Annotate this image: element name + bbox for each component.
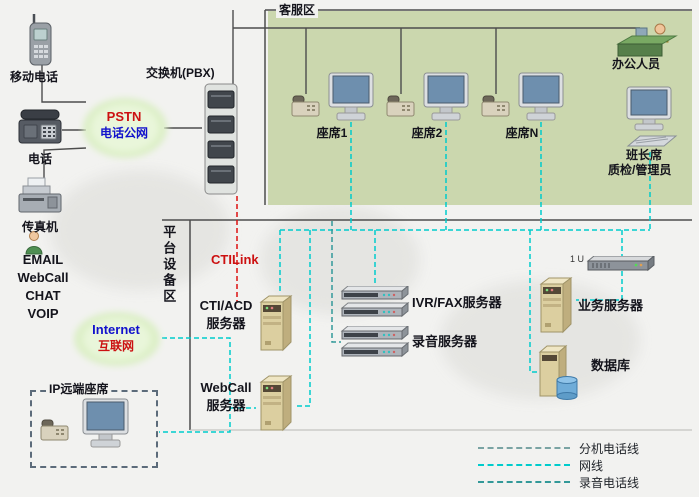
database-label: 数据库	[591, 358, 631, 373]
mobile-phone-icon	[26, 12, 56, 73]
legend-item-extension-line: 分机电话线	[478, 441, 640, 456]
rack-unit-label: 1 U	[570, 254, 585, 264]
pbx-label: 交换机(PBX)	[146, 66, 215, 80]
recording-line-label: 录音电话线	[579, 475, 640, 490]
fax-machine-icon	[18, 176, 62, 223]
internet-cloud	[74, 312, 160, 366]
webcall-server-label-line1: WebCall	[200, 380, 252, 395]
recording-server-label: 录音服务器	[412, 334, 478, 349]
ivr-fax-server-label: IVR/FAX服务器	[412, 295, 502, 310]
agent1-phone-icon	[291, 94, 321, 123]
mobile-phone-label: 移动电话	[9, 70, 58, 84]
ip-monitor-icon	[82, 398, 130, 455]
channel-email-label: EMAIL	[22, 252, 64, 267]
legend-item-network-line: 网线	[478, 458, 604, 473]
remote-agent-label: IP远端座席	[46, 382, 112, 397]
office-staff-label: 办公人员	[612, 57, 661, 71]
channel-voip-label: VOIP	[27, 306, 59, 321]
extension-line-label: 分机电话线	[579, 441, 640, 456]
agentN-monitor-icon	[518, 72, 564, 127]
person-icon	[24, 230, 44, 261]
desk-phone-icon	[18, 106, 62, 153]
pstn-cloud	[83, 98, 167, 158]
pbx-switch-icon	[202, 83, 242, 202]
rack-switch-icon	[586, 254, 656, 277]
business-server-icon	[536, 276, 574, 339]
service-area-label: 客服区	[276, 3, 319, 18]
cti-acd-server-label-line2: 服务器	[206, 316, 246, 331]
supervisor-computer-icon	[624, 86, 680, 157]
legend-item-recording-line: 录音电话线	[478, 475, 640, 490]
supervisor-label-line2: 质检/管理员	[608, 163, 672, 177]
agent1-label: 座席1	[316, 126, 348, 140]
business-server-label: 业务服务器	[578, 298, 644, 313]
agent1-monitor-icon	[328, 72, 374, 127]
supervisor-label-line1: 班长席	[626, 148, 663, 162]
cti-acd-server-label-line1: CTI/ACD	[199, 298, 253, 313]
webcall-server-icon	[256, 374, 294, 437]
cti-acd-server-icon	[256, 294, 294, 357]
webcall-server-label-line2: 服务器	[206, 398, 246, 413]
ivr-fax-rack-icon	[340, 284, 410, 323]
internet-label: Internet	[92, 322, 140, 337]
fax-label: 传真机	[21, 220, 58, 234]
extension-line-swatch	[478, 447, 570, 449]
agent2-label: 座席2	[411, 126, 443, 140]
channel-webcall-label: WebCall	[17, 270, 69, 285]
network-line-label: 网线	[579, 458, 604, 473]
pstn-sublabel: 电话公网	[99, 126, 148, 140]
office-staff-icon	[616, 20, 680, 65]
agentN-phone-icon	[481, 94, 511, 123]
ip-phone-icon	[40, 418, 70, 447]
agent2-monitor-icon	[423, 72, 469, 127]
recording-line-swatch	[478, 481, 570, 483]
platform-area-label: 平台设备区	[161, 225, 177, 305]
network-line-swatch	[478, 464, 570, 466]
database-icon	[536, 344, 578, 409]
channel-chat-label: CHAT	[25, 288, 61, 303]
recording-rack-icon	[340, 324, 410, 363]
pstn-label: PSTN	[106, 109, 142, 124]
agent2-phone-icon	[386, 94, 416, 123]
phone-label: 电话	[27, 152, 52, 166]
agentN-label: 座席N	[505, 126, 539, 140]
ctilink-label: CTILink	[211, 252, 259, 267]
internet-sublabel: 互联网	[97, 339, 134, 353]
